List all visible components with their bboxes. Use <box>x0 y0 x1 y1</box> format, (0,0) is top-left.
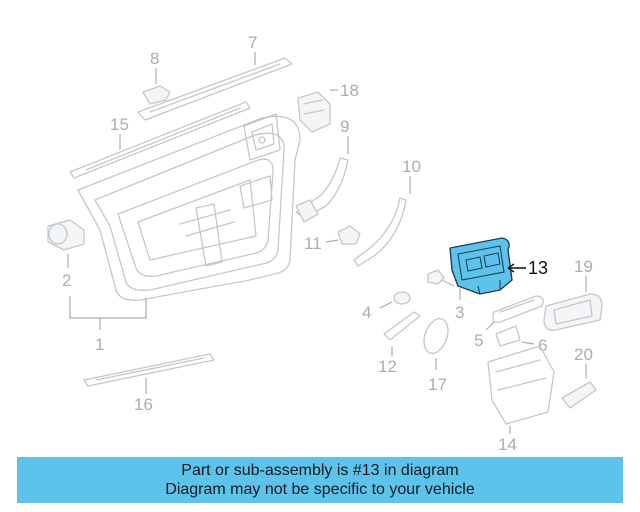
part-4-drawing <box>379 291 411 309</box>
part-18-drawing <box>297 89 338 133</box>
callout-12[interactable]: 12 <box>378 357 397 376</box>
callout-20[interactable]: 20 <box>574 345 593 364</box>
part-17-drawing <box>423 318 449 370</box>
part-20-drawing <box>561 364 597 409</box>
part-6-drawing <box>495 325 535 347</box>
callout-17[interactable]: 17 <box>428 375 447 394</box>
part-13-drawing <box>449 237 513 295</box>
part-9-drawing <box>295 136 349 223</box>
callout-9[interactable]: 9 <box>340 117 349 136</box>
door-panel-drawing <box>77 113 301 301</box>
part-3-drawing <box>427 269 461 300</box>
callout-3[interactable]: 3 <box>455 303 464 322</box>
banner-line-1: Part or sub-assembly is #13 in diagram <box>181 462 459 479</box>
callout-18[interactable]: 18 <box>340 81 359 100</box>
part-19-drawing <box>543 276 603 331</box>
callout-16[interactable]: 16 <box>134 395 153 414</box>
callout-2[interactable]: 2 <box>62 271 71 290</box>
part-5-drawing <box>485 295 544 331</box>
callout-8[interactable]: 8 <box>150 49 159 68</box>
callout-11[interactable]: 11 <box>304 234 322 253</box>
part-14-drawing <box>487 345 555 434</box>
callout-1-leader <box>69 296 147 319</box>
callout-7[interactable]: 7 <box>248 33 257 52</box>
part-12-drawing <box>383 311 421 356</box>
callout-15[interactable]: 15 <box>110 115 129 134</box>
parts-diagram: 7 8 15 1 2 18 <box>47 33 603 454</box>
info-banner: Part or sub-assembly is #13 in diagram D… <box>17 457 623 503</box>
callout-13[interactable]: 13 <box>528 258 548 278</box>
part-8-drawing <box>142 68 171 105</box>
callout-6[interactable]: 6 <box>538 336 547 355</box>
callout-14[interactable]: 14 <box>498 435 517 454</box>
banner-line-2: Diagram may not be specific to your vehi… <box>165 481 475 498</box>
part-11-drawing <box>325 225 361 245</box>
part-16-drawing <box>83 353 215 394</box>
callout-5[interactable]: 5 <box>474 331 483 350</box>
callout-19[interactable]: 19 <box>574 257 593 276</box>
callout-1[interactable]: 1 <box>95 335 104 354</box>
part-7-drawing <box>137 52 293 121</box>
part-15-drawing <box>69 101 251 179</box>
callout-10[interactable]: 10 <box>402 157 421 176</box>
part-2-drawing <box>47 219 85 268</box>
part-10-drawing <box>353 176 411 267</box>
callout-4[interactable]: 4 <box>362 303 371 322</box>
